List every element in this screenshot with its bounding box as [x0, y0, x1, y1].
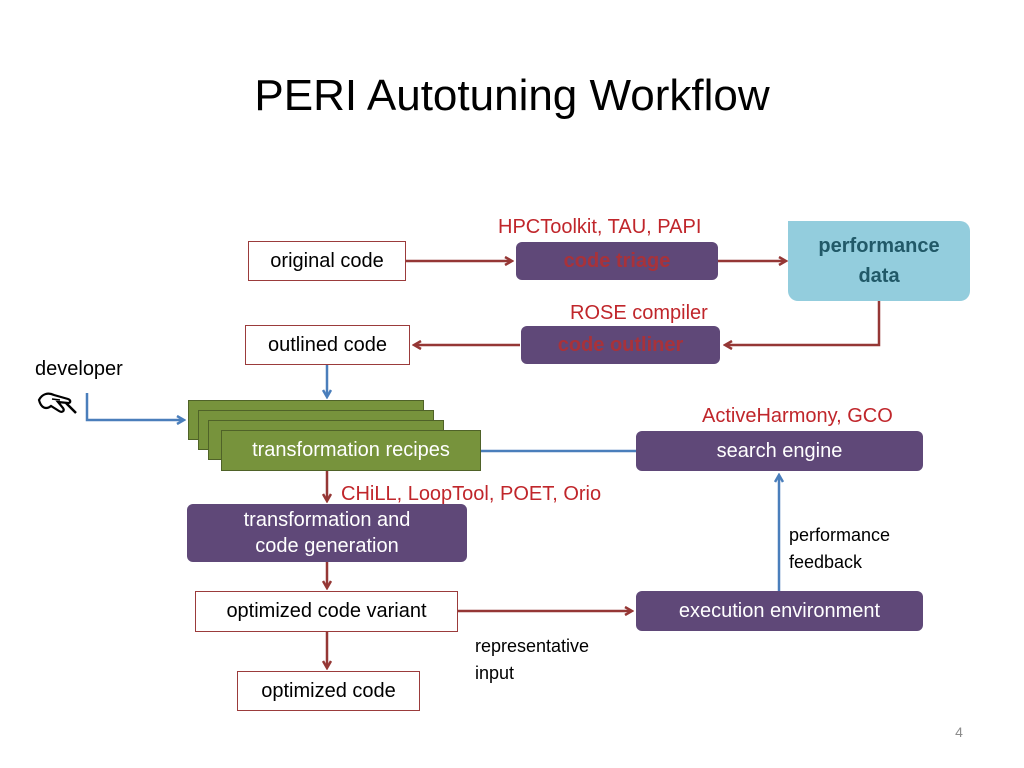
node-optimized-code-variant-label: optimized code variant [226, 600, 427, 622]
search-tools-label: ActiveHarmony, GCO [702, 405, 893, 427]
slide-title: PERI Autotuning Workflow [254, 71, 770, 120]
codegen-line2: code generation [255, 535, 399, 557]
arrow-developer-to-recipes [85, 393, 184, 420]
node-code-triage-label: code triage [563, 250, 671, 272]
rep-input-line2: input [475, 663, 515, 683]
perf-data-line2: data [858, 265, 900, 287]
node-code-outliner: code outliner [521, 326, 720, 364]
perf-data-line1: performance [818, 235, 940, 257]
node-execution-environment-label: execution environment [678, 600, 881, 622]
node-execution-environment: execution environment [636, 591, 923, 631]
node-original-code: original code [248, 241, 406, 281]
representative-input-label: representative input [475, 633, 589, 687]
rep-input-line1: representative [475, 636, 590, 656]
performance-feedback-label: performance feedback [789, 522, 890, 576]
codegen-tools-label: CHiLL, LoopTool, POET, Orio [341, 483, 602, 505]
node-performance-data: performance data [788, 221, 970, 301]
node-transformation-codegen: transformation and code generation [187, 504, 467, 562]
perf-feedback-line1: performance [789, 525, 891, 545]
perf-feedback-line2: feedback [789, 552, 863, 572]
node-original-code-label: original code [270, 249, 384, 272]
node-transformation-recipes-label: transformation recipes [252, 439, 450, 461]
developer-label: developer [35, 358, 123, 380]
node-code-triage: code triage [516, 242, 718, 280]
writing-hand-icon [36, 386, 78, 416]
node-outlined-code-label: outlined code [268, 333, 387, 356]
node-transformation-recipes: transformation recipes [221, 430, 481, 471]
node-search-engine: search engine [636, 431, 923, 471]
page-number: 4 [955, 724, 963, 740]
arrow-perfdata-to-outliner [725, 300, 881, 345]
triage-tools-label: HPCToolkit, TAU, PAPI [498, 216, 702, 238]
node-search-engine-label: search engine [716, 440, 843, 462]
codegen-line1: transformation and [243, 509, 411, 531]
node-outlined-code: outlined code [245, 325, 410, 365]
node-optimized-code-label: optimized code [261, 679, 396, 702]
node-optimized-code: optimized code [237, 671, 420, 711]
node-optimized-code-variant: optimized code variant [195, 591, 458, 632]
outliner-tools-label: ROSE compiler [570, 302, 708, 324]
node-code-outliner-label: code outliner [557, 334, 684, 356]
